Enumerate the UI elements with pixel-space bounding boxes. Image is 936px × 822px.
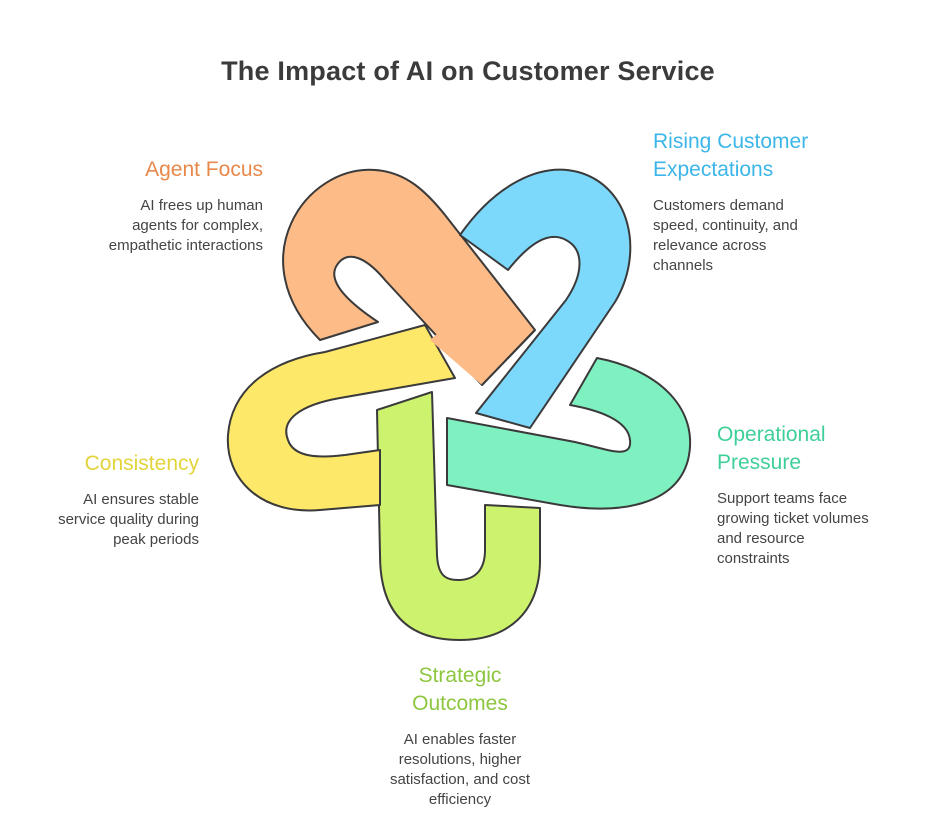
agent-focus-shape (282, 168, 536, 386)
consistency-description: AI ensures stable service quality during… (58, 491, 199, 548)
consistency-shape (226, 324, 456, 512)
operational-pressure-shape (446, 357, 692, 510)
rising-expectations-heading: Rising Customer Expectations (653, 130, 809, 181)
agent-focus-description: AI frees up human agents for complex, em… (108, 197, 263, 254)
rising-expectations-description: Customers demand speed, continuity, and … (653, 197, 798, 274)
operational-pressure-heading: Operational Pressure (717, 423, 826, 474)
rising-expectations-block: Rising Customer Expectations Customers d… (653, 128, 893, 276)
consistency-heading: Consistency (84, 452, 199, 475)
agent-focus-overlap (430, 318, 505, 385)
strategic-outcomes-heading: Strategic Outcomes (412, 664, 508, 715)
operational-pressure-block: Operational Pressure Support teams face … (717, 421, 917, 569)
agent-focus-block: Agent Focus AI frees up human agents for… (60, 156, 263, 256)
strategic-outcomes-description: AI enables faster resolutions, higher sa… (389, 731, 531, 808)
agent-focus-heading: Agent Focus (145, 158, 263, 181)
strategic-outcomes-shape (376, 391, 541, 641)
operational-pressure-description: Support teams face growing ticket volume… (717, 490, 869, 567)
consistency-block: Consistency AI ensures stable service qu… (20, 450, 199, 550)
strategic-outcomes-block: Strategic Outcomes AI enables faster res… (340, 662, 580, 810)
rising-expectations-shape (459, 168, 632, 429)
page-title: The Impact of AI on Customer Service (221, 56, 715, 86)
agent-focus-overlap-edge (481, 329, 536, 386)
